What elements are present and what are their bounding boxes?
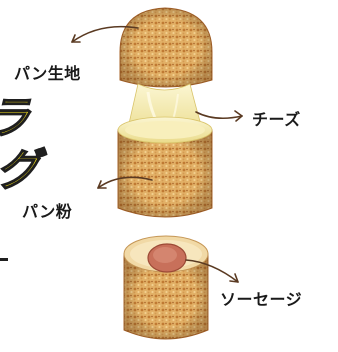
arrow-cheese-head xyxy=(234,110,243,122)
banner-char-1: ラ xyxy=(0,82,31,146)
arrow-pan-dough-head xyxy=(71,34,81,43)
middle-bun-piece xyxy=(117,116,213,218)
arrow-sausage xyxy=(185,259,239,283)
arrow-panko-head xyxy=(97,180,107,189)
sausage-slice xyxy=(147,243,187,273)
label-cheese: チーズ xyxy=(252,110,301,129)
arrows xyxy=(71,25,243,283)
label-pan-dough: パン生地 xyxy=(14,64,81,83)
label-panko: パン粉 xyxy=(22,202,73,221)
arrow-pan-dough xyxy=(71,25,139,43)
arrow-sausage-head xyxy=(229,273,239,283)
arrow-panko xyxy=(97,176,153,189)
banner-char-2: グ xyxy=(0,144,41,197)
banner-dash xyxy=(0,258,8,261)
top-bun-piece xyxy=(119,7,213,88)
label-sausage: ソーセージ xyxy=(220,290,303,309)
arrow-cheese xyxy=(195,111,243,120)
